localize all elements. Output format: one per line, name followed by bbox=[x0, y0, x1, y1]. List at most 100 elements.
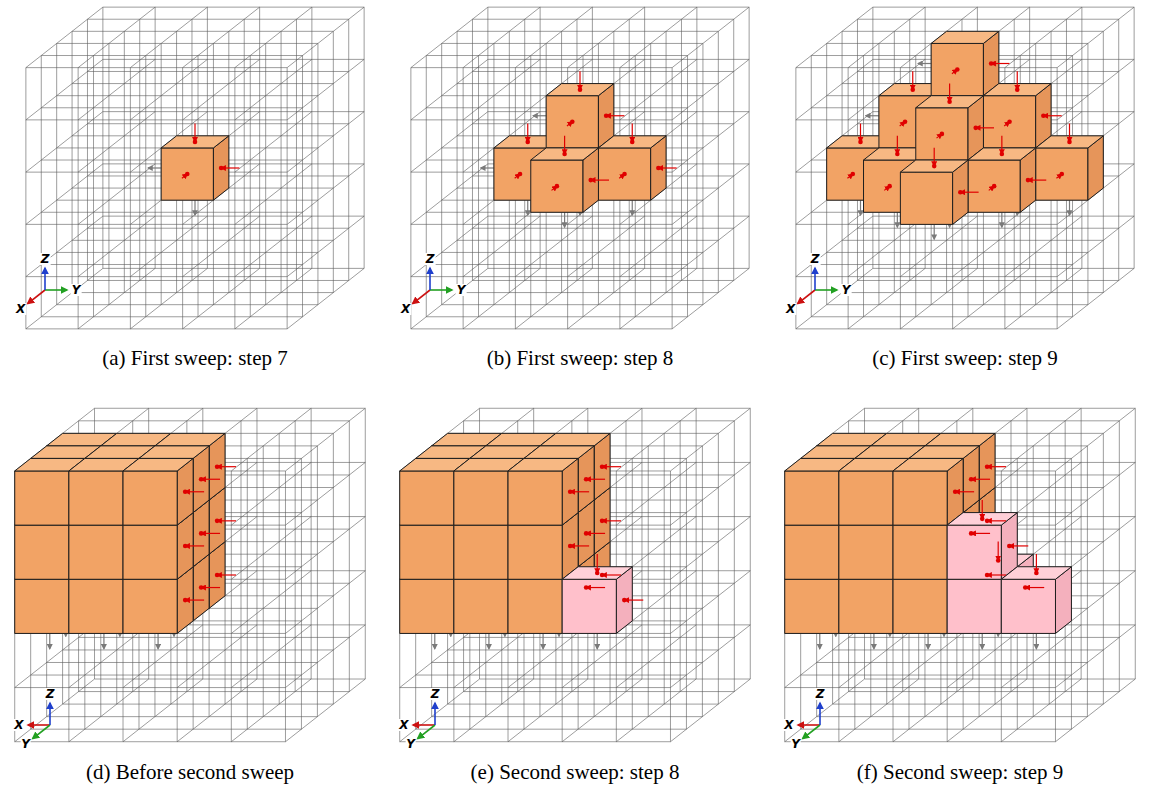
grid-line bbox=[411, 67, 672, 68]
grid-line bbox=[672, 7, 749, 68]
grid-line bbox=[95, 679, 366, 680]
cell-blocks bbox=[494, 84, 666, 213]
flux-arrow bbox=[597, 554, 598, 573]
flux-dot bbox=[630, 140, 635, 145]
grid-line bbox=[183, 268, 260, 329]
cell-face bbox=[546, 96, 598, 148]
grid-line bbox=[686, 458, 687, 729]
flux-dot bbox=[584, 585, 589, 590]
cell-face bbox=[69, 525, 123, 579]
grid-line bbox=[183, 59, 260, 120]
grid-line bbox=[78, 268, 155, 329]
grid-line bbox=[108, 43, 109, 304]
cell-face bbox=[161, 148, 213, 200]
sweep-panel bbox=[785, 408, 1136, 741]
flux-arrow bbox=[221, 167, 239, 168]
grid-line bbox=[1103, 433, 1104, 704]
grid-line bbox=[893, 679, 973, 742]
flux-dot bbox=[588, 178, 593, 183]
grid-line bbox=[672, 68, 673, 329]
grid-line bbox=[670, 571, 750, 634]
grid-line bbox=[410, 68, 411, 329]
grid-line bbox=[78, 112, 155, 173]
grid-line bbox=[702, 43, 703, 304]
grid-line bbox=[95, 408, 366, 409]
sweep-panel bbox=[796, 7, 1134, 329]
grid-line bbox=[130, 68, 131, 329]
axis-label: Z bbox=[815, 688, 826, 700]
cell-face bbox=[839, 579, 893, 633]
grid-lines bbox=[400, 408, 751, 741]
flux-arrow bbox=[201, 587, 220, 588]
grid-line bbox=[448, 649, 719, 650]
grid-line bbox=[296, 19, 297, 280]
grid-line bbox=[454, 679, 534, 742]
grid-line bbox=[670, 462, 750, 525]
axis-label: X bbox=[15, 303, 26, 315]
grid-line bbox=[103, 59, 364, 60]
grid-line bbox=[241, 421, 242, 692]
grid-line bbox=[900, 216, 977, 277]
grid-line bbox=[63, 704, 334, 705]
flux-dot bbox=[595, 571, 600, 576]
flux-arrow bbox=[987, 466, 1006, 467]
grid-line bbox=[817, 716, 1088, 717]
grid-line bbox=[795, 68, 796, 329]
grid-line bbox=[72, 240, 333, 241]
grid-line bbox=[72, 31, 73, 292]
grid-line bbox=[672, 59, 749, 120]
grid-line bbox=[317, 43, 318, 304]
flux-dot bbox=[622, 172, 627, 177]
grid-line bbox=[400, 679, 480, 742]
grid-line bbox=[796, 268, 873, 329]
grid-line bbox=[56, 43, 57, 304]
flux-dot bbox=[973, 126, 978, 131]
grid-line bbox=[87, 280, 348, 281]
flux-dot bbox=[568, 489, 573, 494]
grid-line bbox=[348, 19, 349, 280]
flux-arrow bbox=[971, 479, 990, 480]
axis-arrow bbox=[28, 724, 50, 726]
cell-face bbox=[123, 579, 177, 633]
grid-line bbox=[442, 43, 703, 44]
flux-arrow bbox=[217, 574, 236, 575]
grid-line bbox=[15, 679, 95, 742]
grid-line bbox=[400, 625, 480, 688]
grid-line bbox=[411, 328, 672, 329]
grid-line bbox=[231, 625, 311, 688]
grid-line bbox=[103, 268, 364, 269]
flux-dot bbox=[600, 519, 605, 524]
flux-dot bbox=[600, 573, 605, 578]
grid-line bbox=[1118, 19, 1119, 280]
axis-triad bbox=[413, 268, 452, 304]
grid-line bbox=[785, 741, 1056, 742]
flux-arrow bbox=[987, 520, 1006, 521]
flux-dot bbox=[215, 519, 220, 524]
grid-line bbox=[426, 56, 427, 317]
grid-line bbox=[103, 216, 364, 217]
grid-line bbox=[41, 212, 302, 213]
grid-line bbox=[364, 7, 365, 268]
grid-line bbox=[833, 704, 1104, 705]
grid-line bbox=[411, 164, 488, 225]
cell-face bbox=[931, 31, 999, 43]
flux-dot bbox=[215, 464, 220, 469]
grid-line bbox=[702, 446, 703, 717]
grid-line bbox=[26, 119, 287, 120]
grid-line bbox=[442, 304, 703, 305]
grid-line bbox=[1087, 446, 1088, 717]
flux-arrow bbox=[987, 574, 1006, 575]
cell-face bbox=[123, 471, 177, 525]
axis-label: X bbox=[398, 719, 409, 731]
flux-dot bbox=[219, 166, 224, 171]
grid-line bbox=[515, 7, 592, 68]
axis-label: Z bbox=[810, 253, 821, 265]
cell-face bbox=[562, 579, 616, 633]
flux-dot bbox=[1067, 140, 1072, 145]
flux-dot bbox=[555, 184, 560, 189]
flux-arrow bbox=[1036, 554, 1037, 573]
grid-line bbox=[1055, 679, 1135, 742]
grid-line bbox=[317, 446, 318, 717]
grid-line bbox=[69, 625, 149, 688]
grid-line bbox=[231, 408, 311, 471]
